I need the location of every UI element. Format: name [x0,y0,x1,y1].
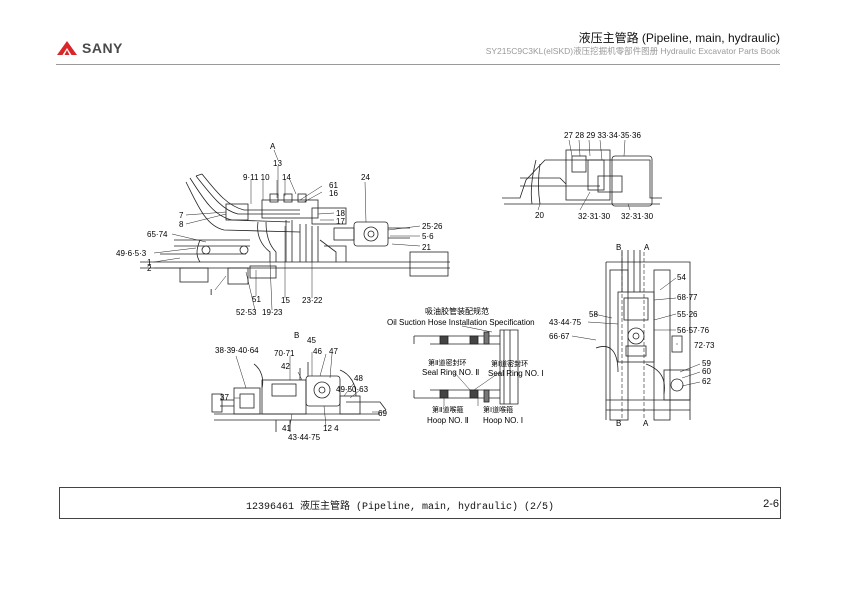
hoop-1-en: Hoop NO. Ⅰ [483,416,524,425]
callout-19-23: 19·23 [262,308,283,317]
callout-56-57-76: 56·57·76 [677,326,710,335]
oil-suction-title-en: Oil Suction Hose Installation Specificat… [387,318,535,327]
callout-2: 2 [147,264,152,273]
seal-ring-1-en: Seal Ring NO. Ⅰ [488,369,544,378]
oil-suction-spec-drawing [413,325,519,406]
sany-logo-icon [57,41,77,55]
callout-20: 20 [535,211,544,220]
section-a-top: A [644,243,650,252]
bottom-left-view [211,352,387,432]
brand-name: SANY [82,40,123,56]
callout-61: 61 [329,181,338,190]
callout-43-44-75-bottom: 43·44·75 [288,433,321,442]
callout-12-4: 12 4 [323,424,339,433]
callout-58: 58 [589,310,598,319]
callout-38-39-40-64: 38·39·40·64 [215,346,259,355]
callout-42: 42 [281,362,290,371]
callout-37: 37 [220,393,229,402]
section-b-bottom: B [616,419,622,428]
callout-69: 69 [378,409,387,418]
hoop-2-cn: 第Ⅱ道喉箍 [432,407,464,414]
callout-68-77: 68·77 [677,293,698,302]
callout-59: 59 [702,359,711,368]
callout-51: 51 [252,295,261,304]
callout-72-73: 72·73 [694,341,715,350]
callout-46: 46 [313,347,322,356]
callout-21: 21 [422,243,431,252]
callout-13: 13 [273,159,282,168]
callout-18: 18 [336,209,345,218]
right-side-view [571,250,701,421]
header-rule [56,64,780,65]
oil-suction-title-cn: 吸油胶管装配规范 [425,307,489,316]
top-right-view [502,139,662,211]
callout-1: 1 [147,258,152,267]
callout-70-71: 70·71 [274,349,295,358]
callout-66-67: 66·67 [549,332,570,341]
section-label-i: I [210,288,213,297]
footer-frame [59,487,781,519]
callout-49-50-63: 49·50·63 [336,385,369,394]
callout-16: 16 [329,189,338,198]
callout-43-44-75-right: 43·44·75 [549,318,582,327]
callout-7: 7 [179,211,184,220]
book-subtitle: SY215C9C3KL(elSKD)液压挖掘机零部件图册 Hydraulic E… [485,46,780,56]
section-b-top: B [616,243,622,252]
callout-49-6-5-3: 49·6·5·3 [116,249,147,258]
page-title: 液压主管路 (Pipeline, main, hydraulic) [578,31,780,45]
callout-47: 47 [329,347,338,356]
callout-9-11-10: 9·11 10 [243,173,270,182]
section-a-bottom: A [643,419,649,428]
callout-23-22: 23·22 [302,296,323,305]
callout-24: 24 [361,173,370,182]
callout-45: 45 [307,336,316,345]
main-view-left [140,149,450,311]
callout-48: 48 [354,374,363,383]
seal-ring-2-en: Seal Ring NO. Ⅱ [422,368,480,377]
callout-15: 15 [281,296,290,305]
callout-14: 14 [282,173,291,182]
callout-55-26: 55·26 [677,310,698,319]
callout-32-31-30-b: 32·31·30 [621,212,654,221]
seal-ring-2-cn: 第Ⅱ道密封环 [428,360,467,367]
hoop-2-en: Hoop NO. Ⅱ [427,416,469,425]
callout-62: 62 [702,377,711,386]
page-number: 2-6 [763,498,779,510]
sany-logo: SANY [56,40,123,56]
callout-25-26: 25·26 [422,222,443,231]
callout-5-6: 5·6 [422,232,434,241]
seal-ring-1-cn: 第Ⅰ道密封环 [491,361,529,368]
hoop-1-cn: 第Ⅰ道喉箍 [483,407,514,414]
callout-27-36: 27 28 29 33·34·35·36 [564,131,641,140]
callout-17: 17 [336,217,345,226]
callout-60: 60 [702,367,711,376]
callout-8: 8 [179,220,184,229]
callout-41: 41 [282,424,291,433]
callout-65-74: 65·74 [147,230,168,239]
callout-32-31-30-a: 32·31·30 [578,212,611,221]
callout-52-53: 52·53 [236,308,257,317]
callout-54: 54 [677,273,686,282]
footer-caption: 12396461 液压主管路 (Pipeline, main, hydrauli… [246,502,555,513]
view-label-b: B [294,331,300,340]
view-label-a: A [270,142,276,151]
